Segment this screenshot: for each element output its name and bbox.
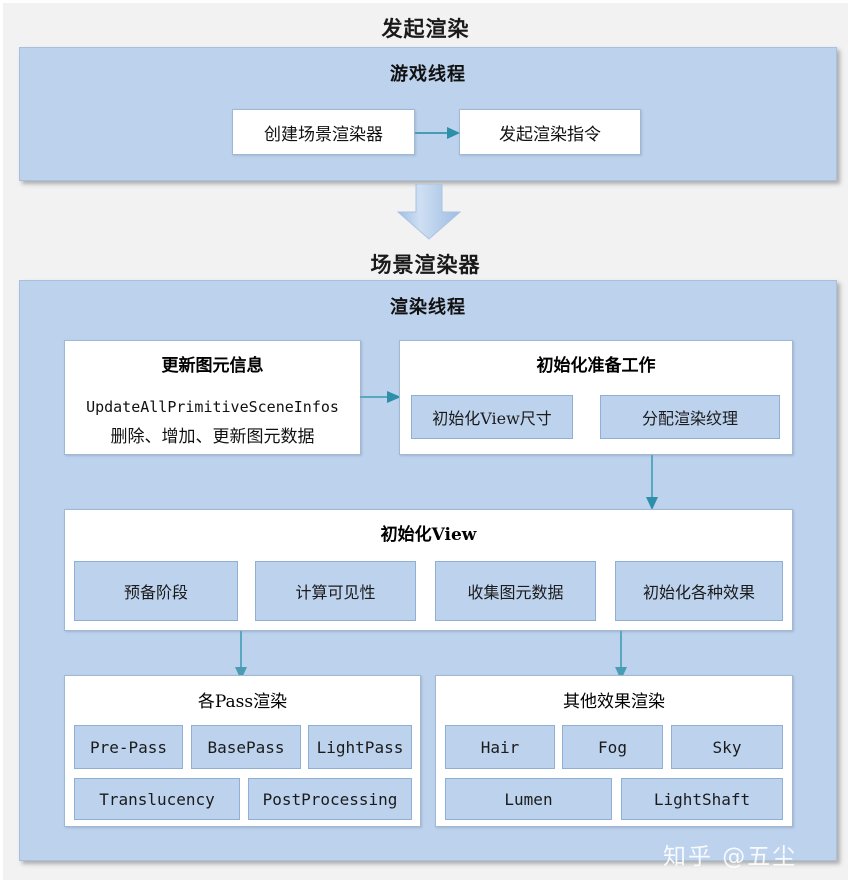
update-primitive-description: 删除、增加、更新图元数据 bbox=[110, 427, 315, 447]
chip-lumen[interactable]: Lumen bbox=[445, 778, 612, 820]
chip-init-various-effects[interactable]: 初始化各种效果 bbox=[615, 561, 783, 621]
game-thread-panel: 游戏线程 bbox=[19, 47, 837, 181]
chip-hair[interactable]: Hair bbox=[445, 725, 555, 769]
card-title-init-preparation: 初始化准备工作 bbox=[536, 356, 656, 376]
connector-initprep-to-initview bbox=[646, 455, 658, 510]
connector-update-to-initprep bbox=[360, 391, 401, 403]
connector-initview-to-passrender bbox=[235, 631, 247, 680]
chip-compute-visibility[interactable]: 计算可见性 bbox=[255, 561, 416, 621]
card-update-primitive-info: 更新图元信息 UpdateAllPrimitiveSceneInfos 删除、增… bbox=[64, 340, 361, 455]
chip-sky[interactable]: Sky bbox=[671, 725, 783, 769]
card-title-init-view: 初始化View bbox=[380, 525, 477, 545]
page-title-bottom: 场景渲染器 bbox=[370, 252, 481, 277]
update-primitive-function-name: UpdateAllPrimitiveSceneInfos bbox=[86, 398, 339, 416]
watermark: 知乎 @五尘 bbox=[663, 844, 798, 870]
chip-lightshaft[interactable]: LightShaft bbox=[621, 778, 783, 820]
block-arrow-down bbox=[396, 184, 462, 240]
chip-allocate-render-texture[interactable]: 分配渲染纹理 bbox=[600, 395, 780, 439]
game-thread-title: 游戏线程 bbox=[390, 64, 466, 85]
node-issue-render-command[interactable]: 发起渲染指令 bbox=[459, 109, 641, 155]
chip-pre-pass[interactable]: Pre-Pass bbox=[74, 725, 183, 769]
connector-create-to-issue bbox=[415, 127, 460, 139]
chip-translucency[interactable]: Translucency bbox=[74, 778, 240, 820]
node-create-scene-renderer[interactable]: 创建场景渲染器 bbox=[232, 109, 415, 155]
chip-postprocessing[interactable]: PostProcessing bbox=[248, 778, 412, 820]
chip-init-view-size[interactable]: 初始化View尺寸 bbox=[411, 395, 573, 439]
card-title-pass-render: 各Pass渲染 bbox=[197, 692, 288, 712]
render-thread-title: 渲染线程 bbox=[390, 297, 466, 318]
chip-prepare-stage[interactable]: 预备阶段 bbox=[74, 561, 238, 621]
chip-base-pass[interactable]: BasePass bbox=[191, 725, 301, 769]
connector-initview-to-othereffects bbox=[615, 631, 627, 680]
card-title-update-primitive-info: 更新图元信息 bbox=[161, 356, 264, 376]
chip-light-pass[interactable]: LightPass bbox=[308, 725, 412, 769]
card-title-other-effects: 其他效果渲染 bbox=[563, 692, 665, 712]
chip-fog[interactable]: Fog bbox=[562, 725, 663, 769]
chip-gather-primitive-data[interactable]: 收集图元数据 bbox=[435, 561, 596, 621]
page-title-top: 发起渲染 bbox=[381, 16, 470, 41]
